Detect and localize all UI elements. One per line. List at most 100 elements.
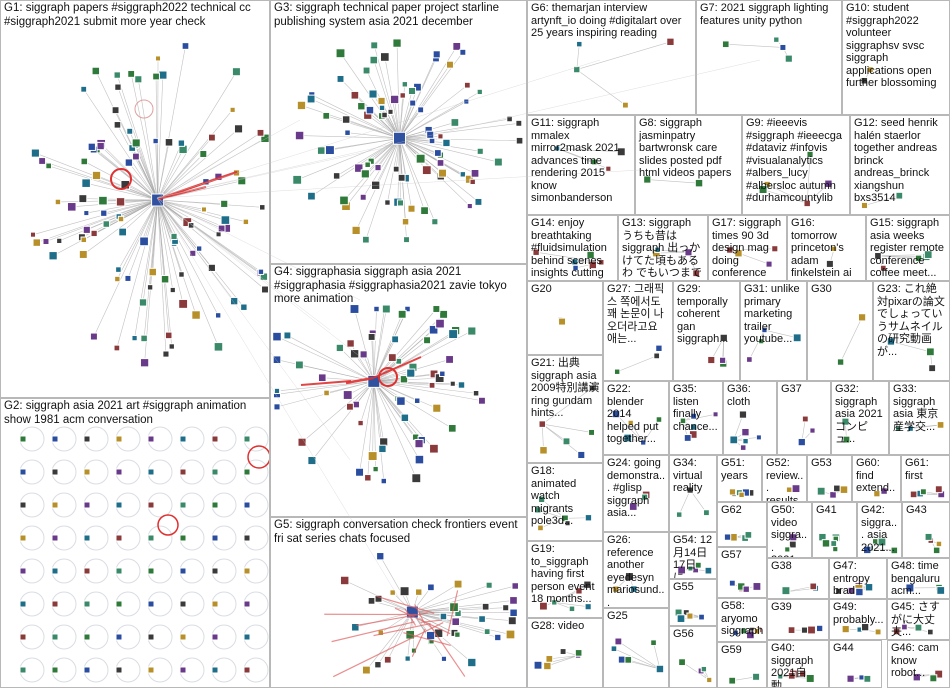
node <box>936 586 946 595</box>
node <box>474 197 483 206</box>
node <box>397 309 407 319</box>
node <box>463 98 470 105</box>
group-cluster-g20 <box>557 316 567 326</box>
node <box>611 409 621 419</box>
node <box>679 417 687 425</box>
group-label-g38: G38 <box>771 560 792 572</box>
group-panel-g26: G26: reference another eyedesyn mariosun… <box>603 532 669 608</box>
group-label-g62: G62 <box>721 504 742 516</box>
node <box>576 40 583 48</box>
group-label-g20: G20 <box>531 283 552 295</box>
node <box>397 173 406 182</box>
node <box>147 534 155 542</box>
node <box>272 331 282 342</box>
node <box>704 566 713 575</box>
node <box>181 42 190 50</box>
node <box>575 587 583 595</box>
node <box>866 66 874 74</box>
node <box>935 540 943 548</box>
node <box>256 128 265 137</box>
group-label-g9: G9: #ieeevis #siggraph #ieeecga #dataviz… <box>746 117 843 204</box>
node <box>483 628 491 635</box>
edge <box>541 499 566 519</box>
edge <box>642 419 660 443</box>
node <box>111 106 120 115</box>
node <box>355 467 365 477</box>
node <box>627 419 634 427</box>
group-label-g24: G24: going demonstra... #glisp siggraph … <box>607 457 666 519</box>
node <box>361 665 371 675</box>
node <box>51 468 59 476</box>
node <box>131 138 141 148</box>
group-label-g44: G44 <box>833 642 854 654</box>
node <box>367 451 378 462</box>
edge <box>396 43 400 139</box>
node <box>457 381 466 389</box>
group-label-g16: G16: tomorrow princeton's adam finkelste… <box>791 217 852 280</box>
hub-node <box>393 131 406 145</box>
node <box>873 490 881 498</box>
node <box>597 259 605 266</box>
node <box>344 129 351 136</box>
node <box>855 587 864 597</box>
node <box>294 360 304 370</box>
group-panel-g9: G9: #ieeevis #siggraph #ieeecga #dataviz… <box>742 115 850 215</box>
node <box>655 416 663 423</box>
group-panel-g5: G5: siggraph conversation check frontier… <box>270 517 527 688</box>
group-label-g22: G22: blender 2014 helped put together... <box>607 383 659 445</box>
edge <box>806 154 811 204</box>
node <box>427 583 435 592</box>
node <box>229 106 236 113</box>
group-label-g10: G10: student #siggraph2022 volunteer sig… <box>846 2 937 89</box>
edge <box>681 661 710 681</box>
node <box>19 435 27 443</box>
node <box>389 94 400 105</box>
group-label-g61: G61: first <box>905 457 929 482</box>
node <box>791 484 801 494</box>
edge <box>628 659 661 670</box>
node <box>640 439 647 446</box>
node <box>51 567 59 575</box>
group-label-g54: G54: 12月14日 17日に... <box>673 534 713 579</box>
group-panel-g29: G29: temporally coherent gan siggraph... <box>673 281 740 381</box>
node <box>420 206 429 216</box>
node <box>452 42 462 51</box>
node <box>476 147 484 155</box>
node <box>628 502 638 511</box>
node <box>357 102 366 111</box>
node <box>886 337 896 346</box>
node <box>392 38 402 48</box>
edge <box>412 606 486 613</box>
edge <box>354 308 375 382</box>
node <box>478 615 486 623</box>
edge <box>564 517 589 519</box>
node <box>584 603 592 611</box>
group-panel-g18: G18: animated watch migrants pole3d... <box>527 463 603 541</box>
node <box>425 630 436 641</box>
group-panel-g51: G51: years <box>717 455 762 502</box>
group-label-g30: G30 <box>811 283 832 295</box>
node <box>113 71 121 79</box>
edge <box>412 583 459 613</box>
node <box>675 511 683 518</box>
node <box>909 490 918 499</box>
node <box>115 600 123 608</box>
node <box>612 585 620 593</box>
node <box>573 65 581 74</box>
node <box>792 333 802 343</box>
group-cluster-g26 <box>612 572 638 593</box>
node <box>532 248 540 256</box>
edge <box>725 43 783 48</box>
node <box>472 390 480 397</box>
node <box>842 435 851 444</box>
node <box>787 671 796 680</box>
node <box>372 465 379 473</box>
group-panel-g28: G28: video <box>527 618 603 688</box>
group-label-g57: G57 <box>721 549 742 561</box>
edge <box>576 44 580 70</box>
node <box>404 305 411 313</box>
node <box>215 231 222 238</box>
edge <box>373 308 387 382</box>
node <box>369 55 379 65</box>
node <box>19 600 27 608</box>
